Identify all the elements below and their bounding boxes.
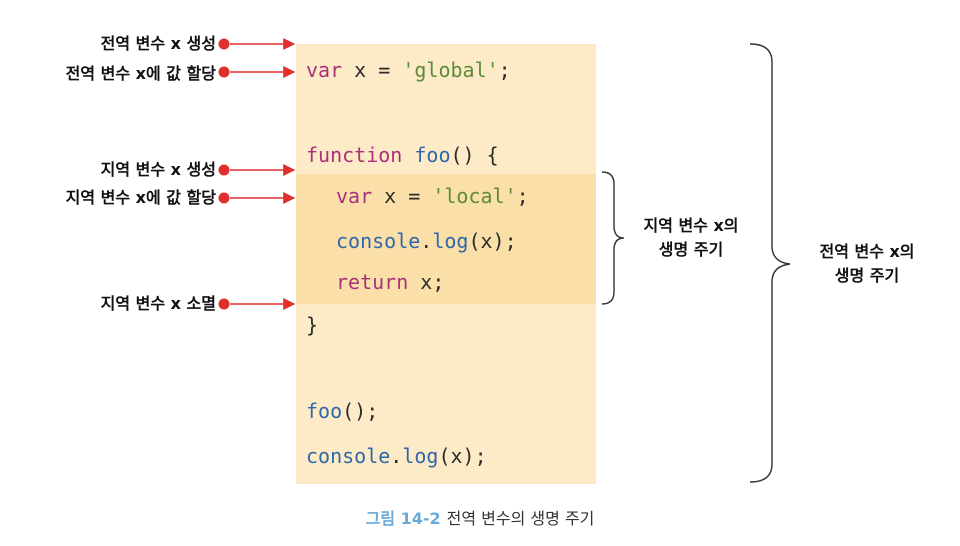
code-line-var-global: var x = 'global';: [306, 58, 511, 82]
arrow-global-assign: [218, 66, 296, 78]
global-lifecycle-brace-icon: [749, 43, 791, 483]
annotation-local-assign: 지역 변수 x에 값 할당: [65, 188, 216, 207]
code-line-console-log-outer: console.log(x);: [306, 444, 487, 468]
local-lifecycle-label: 지역 변수 x의 생명 주기: [643, 216, 739, 259]
annotation-global-assign: 전역 변수 x에 값 할당: [65, 64, 216, 83]
marker-dot-icon: [218, 164, 230, 176]
annotation-local-destroy: 지역 변수 x 소멸: [100, 294, 216, 313]
local-lifecycle-brace-icon: [601, 171, 625, 305]
arrow-local-create: [218, 164, 296, 176]
code-line-return: return x;: [336, 270, 445, 294]
marker-dot-icon: [218, 66, 230, 78]
marker-dot-icon: [218, 192, 230, 204]
code-line-var-local: var x = 'local';: [336, 184, 529, 208]
marker-dot-icon: [218, 298, 230, 310]
annotation-global-create: 전역 변수 x 생성: [100, 34, 216, 53]
figure-number: 그림 14-2: [365, 509, 441, 528]
figure-title: 전역 변수의 생명 주기: [446, 509, 595, 528]
local-scope-panel: [296, 174, 596, 304]
code-line-close-brace: }: [306, 313, 319, 337]
code-line-console-log-inner: console.log(x);: [336, 229, 517, 253]
code-line-function-foo: function foo() {: [306, 143, 499, 167]
marker-dot-icon: [218, 38, 230, 50]
code-line-foo-call: foo();: [306, 399, 379, 423]
arrow-local-assign: [218, 192, 296, 204]
annotation-local-create: 지역 변수 x 생성: [100, 160, 216, 179]
global-lifecycle-label: 전역 변수 x의 생명 주기: [819, 242, 915, 285]
arrow-global-create: [218, 38, 296, 50]
figure-caption: 그림 14-2 전역 변수의 생명 주기: [0, 505, 960, 529]
arrow-local-destroy: [218, 298, 296, 310]
